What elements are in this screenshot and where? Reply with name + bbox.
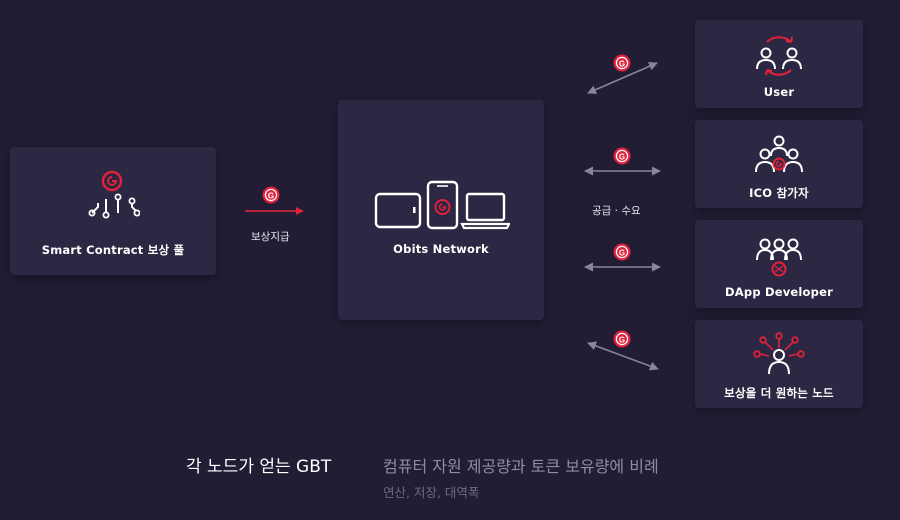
node-label: ICO 참가자 [749, 186, 809, 200]
ico-node-card: ICO 참가자 [695, 120, 863, 208]
svg-text:G: G [619, 152, 625, 161]
gbt-coin-icon: G [613, 54, 631, 72]
devices-icon [374, 180, 510, 230]
reward-seeker-node-card: 보상을 더 원하는 노드 [695, 320, 863, 408]
node-label: User [763, 85, 795, 99]
smart-contract-pool-card: Smart Contract 보상 풀 [10, 147, 216, 275]
svg-text:G: G [268, 191, 274, 200]
ico-participants-icon [755, 135, 803, 173]
smart-contract-circuit-icon [88, 170, 140, 219]
footer-description: 컴퓨터 자원 제공량과 토큰 보유량에 비례 [383, 457, 659, 476]
pool-label: Smart Contract 보상 풀 [41, 243, 185, 257]
users-exchange-icon [756, 36, 802, 76]
dapp-node-card: DApp Developer [695, 220, 863, 308]
gbt-coin-icon: G [262, 186, 280, 204]
reward-label: 보상지급 [251, 231, 290, 243]
network-node-icon [753, 332, 805, 375]
svg-text:G: G [619, 248, 625, 257]
footer-subtext: 연산, 저장, 대역폭 [383, 485, 480, 500]
footer-title: 각 노드가 얻는 GBT [186, 457, 332, 477]
exchange-arrow-node [587, 341, 659, 371]
gbt-coin-icon: G [613, 243, 631, 261]
gbt-coin-icon: G [613, 330, 631, 348]
developer-group-icon [756, 238, 802, 277]
node-label: 보상을 더 원하는 노드 [724, 386, 834, 400]
gbt-coin-icon: G [613, 147, 631, 165]
obits-network-card: Obits Network [338, 100, 544, 320]
svg-text:G: G [619, 59, 625, 68]
network-label: Obits Network [393, 242, 489, 256]
supply-demand-label: 공급 · 수요 [592, 205, 641, 217]
user-node-card: User [695, 20, 863, 108]
exchange-arrow-user [587, 62, 658, 94]
node-label: DApp Developer [725, 285, 833, 299]
svg-text:G: G [619, 335, 625, 344]
